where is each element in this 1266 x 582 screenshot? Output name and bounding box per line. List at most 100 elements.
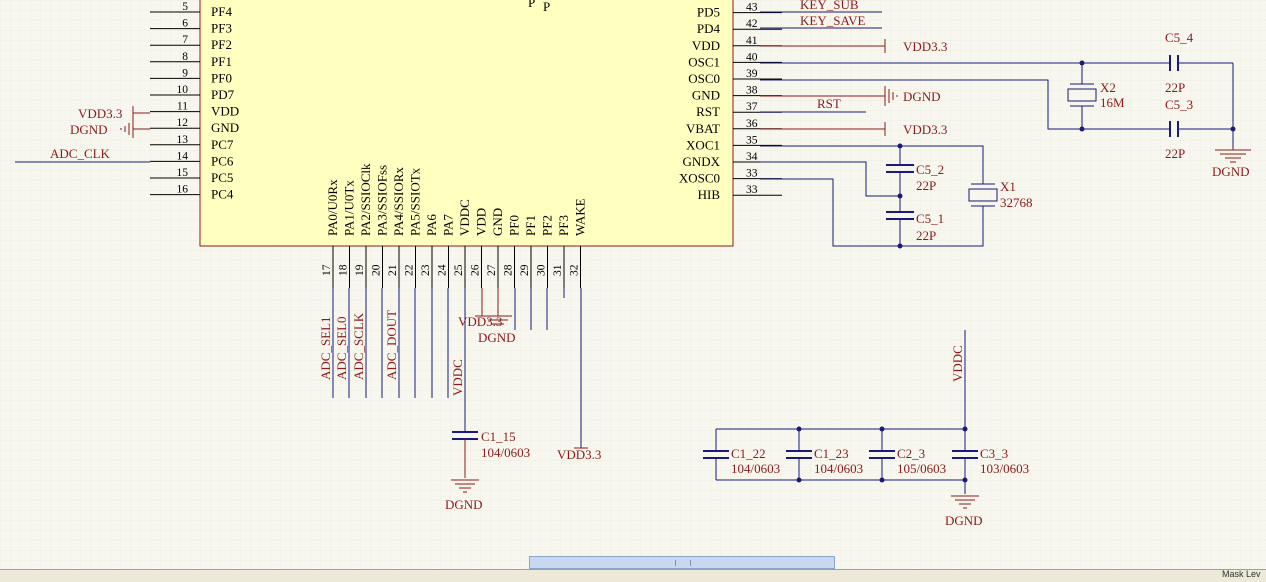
- scrollbar-grip-icon[interactable]: [675, 560, 691, 566]
- net-vddc-chip: VDDC: [450, 359, 465, 396]
- bottom-pin-number: 30: [536, 264, 548, 276]
- chip-right-pins: 44PD643PD542PD441VDD40OSC139OSC038GND37R…: [679, 0, 782, 202]
- left-pin-number: 12: [177, 117, 189, 129]
- net-adc-sclk: ADC_SCLK: [351, 312, 366, 380]
- right-pin-number: 42: [746, 18, 758, 30]
- capacitor-c5-2[interactable]: [886, 164, 914, 173]
- net-adc-dout: ADC_DOUT: [384, 310, 399, 380]
- c5-3-value: 22P: [1165, 146, 1185, 161]
- right-pin-name: HIB: [698, 187, 721, 202]
- left-pin-number: 8: [182, 51, 188, 63]
- bottom-pin-number: 18: [338, 264, 350, 276]
- capacitor-c5-4[interactable]: [1169, 55, 1179, 71]
- c5-4-ref: C5_4: [1165, 30, 1194, 45]
- junction-dot: [897, 243, 903, 249]
- chip-top-partial-1: P: [528, 0, 535, 10]
- c5-1-ref: C5_1: [916, 211, 944, 226]
- left-pin-name: GND: [211, 120, 239, 135]
- c5-1-value: 22P: [916, 228, 936, 243]
- net-vdd33-wake: VDD3.3: [557, 447, 601, 462]
- dgnd-left-icon: [120, 120, 150, 138]
- capacitor-c1-22[interactable]: [703, 450, 729, 459]
- bottom-pin-number: 20: [371, 264, 383, 276]
- left-pin-number: 6: [182, 18, 188, 30]
- net-dgnd-pin27: DGND: [478, 330, 516, 345]
- net-dgnd-bank: DGND: [945, 513, 983, 528]
- mcu-chip[interactable]: [199, 0, 734, 247]
- left-pin-name: VDD: [211, 104, 239, 119]
- bottom-pin-number: 31: [552, 264, 564, 276]
- right-pin-number: 33: [746, 168, 758, 180]
- net-dgnd-left: DGND: [70, 122, 108, 137]
- junction-dot: [879, 426, 885, 432]
- bottom-pin-number: 28: [503, 264, 515, 276]
- bottom-pin-name: PA5/SSIOTx: [408, 167, 423, 236]
- bottom-pin-name: PA0/U0Rx: [325, 179, 340, 236]
- junction-dot: [1230, 126, 1236, 132]
- left-pin-name: PC6: [211, 153, 234, 168]
- bottom-pin-number: 17: [321, 264, 333, 276]
- dgnd-c1-15-icon: [451, 479, 479, 493]
- right-pin-number: 37: [746, 101, 758, 113]
- c1-22-value: 104/0603: [731, 461, 780, 476]
- left-pin-name: PD7: [211, 87, 235, 102]
- junction-dot: [879, 477, 885, 483]
- c2-3-ref: C2_3: [897, 446, 925, 461]
- left-pin-name: PF3: [211, 21, 232, 36]
- bottom-pin-name: PA7: [441, 214, 456, 236]
- net-adc-sel1: ADC_SEL1: [318, 316, 333, 380]
- junction-dot: [1079, 60, 1085, 66]
- left-pin-number: 10: [177, 84, 189, 96]
- right-pin-name: PD5: [697, 5, 720, 20]
- x1-value: 32768: [1000, 195, 1033, 210]
- net-adc-clk: ADC_CLK: [50, 146, 111, 161]
- capacitor-c3-3[interactable]: [952, 450, 978, 459]
- capacitor-c1-23[interactable]: [786, 450, 812, 459]
- bottom-pin-name: PA3/SSIOFss: [375, 165, 390, 236]
- status-text: Mask Lev: [1222, 569, 1261, 579]
- junction-dot: [1079, 126, 1085, 132]
- right-pin-number: 35: [746, 134, 758, 146]
- bottom-pin-name: PF1: [523, 215, 538, 236]
- right-pin-number: 33: [746, 184, 758, 196]
- dgnd-osc-icon: [1215, 148, 1251, 163]
- capacitor-c5-3[interactable]: [1169, 121, 1179, 137]
- dgnd-38-icon: [884, 86, 898, 106]
- right-pin-number: 38: [746, 85, 758, 97]
- c5-2-value: 22P: [916, 178, 936, 193]
- bottom-pin-number: 24: [437, 264, 449, 276]
- status-bar: [0, 569, 1266, 582]
- c1-22-ref: C1_22: [731, 446, 766, 461]
- bottom-pin-name: PA4/SSIORx: [391, 167, 406, 236]
- crystal-x2[interactable]: [1067, 80, 1097, 112]
- right-pin-name: XOSC0: [679, 171, 720, 186]
- c1-23-ref: C1_23: [814, 446, 849, 461]
- horizontal-scrollbar[interactable]: [529, 556, 835, 569]
- junction-dot: [962, 477, 968, 483]
- left-pin-number: 7: [182, 34, 188, 46]
- bottom-pin-name: VDD: [474, 208, 489, 236]
- left-pin-name: PF4: [211, 4, 232, 19]
- bottom-pin-number: 21: [387, 264, 399, 276]
- right-pin-name: PD6: [697, 0, 721, 3]
- right-pin-number: 36: [746, 118, 758, 130]
- adc-bus: [332, 288, 548, 398]
- crystal-x1[interactable]: [968, 180, 998, 214]
- bank-cap-legs: [715, 429, 966, 494]
- capacitor-c2-3[interactable]: [869, 450, 895, 459]
- capacitor-c5-1[interactable]: [886, 211, 914, 220]
- right-pin-number: 43: [746, 2, 758, 14]
- c1-15-value: 104/0603: [481, 445, 530, 460]
- right-pin-number: 39: [746, 68, 758, 80]
- net-key-sub: KEY_SUB: [800, 0, 859, 12]
- c3-3-ref: C3_3: [980, 446, 1008, 461]
- left-pin-name: PC7: [211, 137, 234, 152]
- right-pin-name: RST: [696, 104, 720, 119]
- junction-dot: [796, 426, 802, 432]
- x2-value: 16M: [1100, 95, 1125, 110]
- left-pin-number: 5: [182, 1, 188, 13]
- c5-3-ref: C5_3: [1165, 97, 1193, 112]
- left-pin-number: 15: [177, 167, 189, 179]
- left-pin-name: PF1: [211, 54, 232, 69]
